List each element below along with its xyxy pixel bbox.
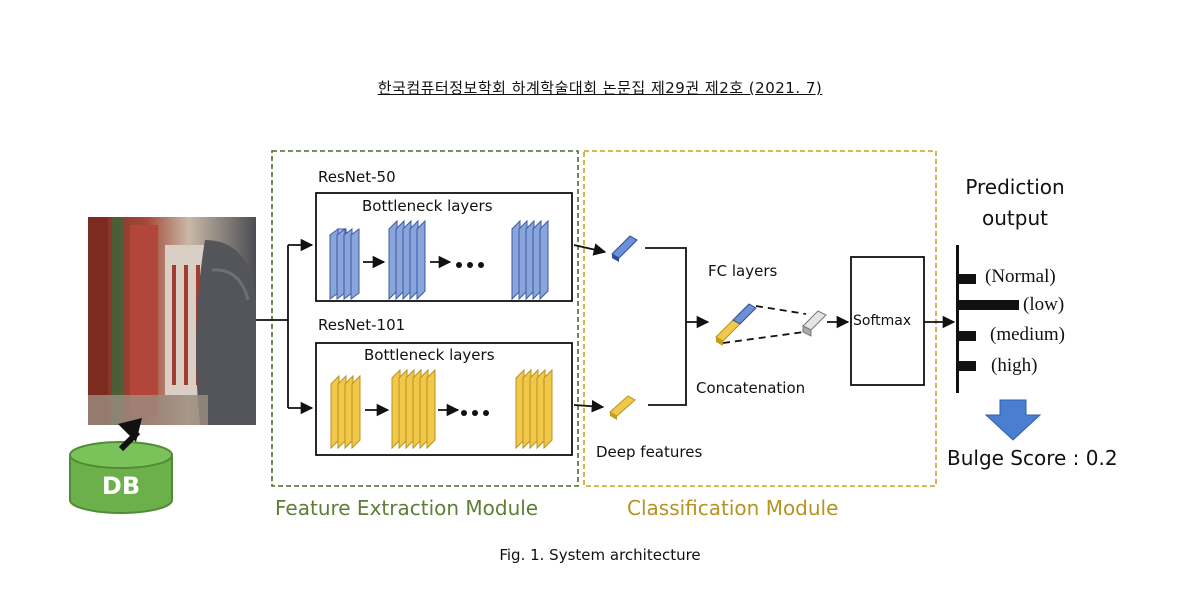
figure-caption: Fig. 1. System architecture — [499, 546, 701, 564]
class-label-medium: (medium) — [990, 324, 1065, 345]
classification-label: Classification Module — [627, 496, 839, 520]
resnet50-feature-vector — [611, 235, 638, 262]
resnet50-block-label: Bottleneck layers — [362, 197, 493, 215]
resnet50-label: ResNet-50 — [318, 168, 396, 186]
resnet101-blocks — [330, 368, 553, 450]
bulge-score-label: Bulge Score : 0.2 — [947, 446, 1118, 470]
network-output-arrows — [573, 243, 607, 413]
resnet50-box — [315, 192, 573, 302]
resnet50-blocks — [329, 219, 549, 301]
deep-features-label: Deep features — [596, 443, 703, 461]
fc-output-node — [802, 310, 827, 337]
feature-extraction-label: Feature Extraction Module — [275, 496, 539, 520]
concatenated-vector — [715, 303, 757, 346]
resnet101-label: ResNet-101 — [318, 316, 406, 334]
resnet50-ellipsis — [456, 262, 484, 268]
photo-to-networks-arrows — [256, 238, 314, 415]
db-cylinder — [69, 441, 173, 514]
classification-box — [583, 150, 937, 487]
db-to-photo-arrow — [118, 418, 142, 452]
prediction-bars — [956, 245, 1019, 393]
fc-layers-label: FC layers — [708, 262, 778, 280]
resnet101-block-label: Bottleneck layers — [364, 346, 495, 364]
class-label-high: (high) — [991, 355, 1038, 376]
resnet101-ellipsis — [461, 410, 489, 416]
softmax-label: Softmax — [853, 313, 912, 329]
concatenation-lines — [645, 247, 710, 406]
prediction-title-line2: output — [982, 206, 1048, 230]
db-label: DB — [101, 472, 141, 500]
softmax-box — [850, 256, 925, 386]
concatenation-label: Concatenation — [696, 379, 806, 397]
resnet101-feature-vector — [609, 395, 636, 420]
down-arrow-icon — [984, 399, 1042, 441]
fc-dashed-lines — [722, 305, 807, 344]
feature-extraction-box — [271, 150, 579, 487]
class-label-normal: (Normal) — [985, 266, 1056, 287]
resnet101-box — [315, 342, 573, 456]
prediction-title-line1: Prediction — [965, 175, 1065, 199]
input-photo — [88, 217, 256, 425]
class-label-low: (low) — [1023, 294, 1065, 315]
paper-header: 한국컴퓨터정보학회 하계학술대회 논문집 제29권 제2호 (2021. 7) — [377, 79, 823, 97]
